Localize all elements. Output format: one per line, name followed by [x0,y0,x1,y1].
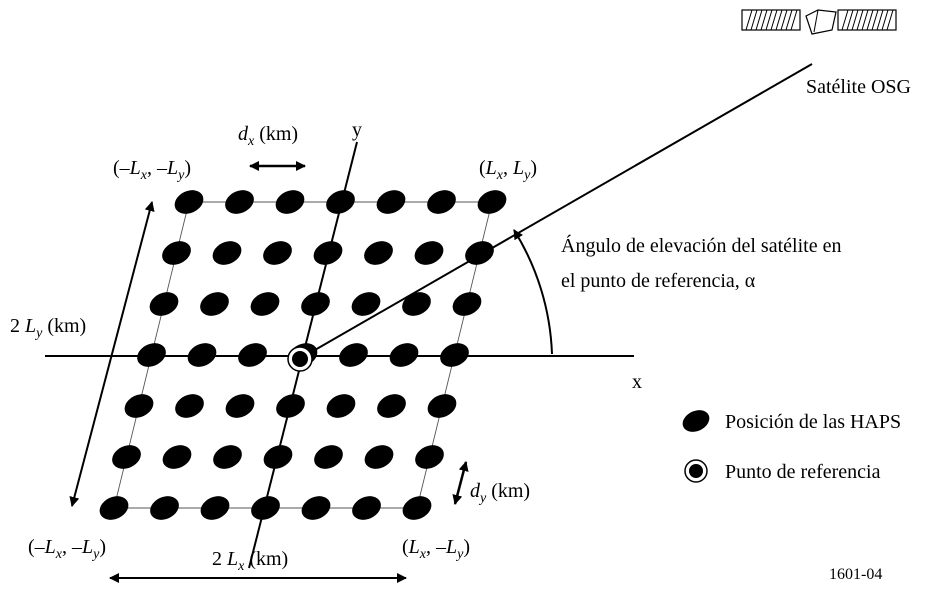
haps-position [314,445,343,469]
haps-position [175,394,204,418]
corner-bottom-left-label: (–Lx, –Ly) [28,536,106,562]
haps-position [364,445,394,469]
haps-position [415,445,444,469]
haps-position [364,241,393,265]
satellite-icon [741,9,897,35]
haps-position [213,445,242,469]
haps-position [313,241,343,265]
span-y-label: 2 Ly (km) [10,315,86,341]
haps-position [149,292,179,316]
haps-position [150,496,179,520]
span-x-label: 2 Lx (km) [212,548,288,574]
corner-top-left-label: (–Lx, –Ly) [113,157,191,183]
haps-position [162,445,192,469]
haps-position [99,496,129,520]
haps-position [301,292,330,316]
haps-position [301,496,331,520]
haps-position [174,190,204,214]
haps-position [377,394,406,418]
haps-position [427,394,457,418]
elevation-label-line1: Ángulo de elevación del satélite en [561,234,841,257]
legend-haps-label: Posición de las HAPS [725,411,901,433]
haps-position [250,292,280,316]
haps-position [427,190,456,214]
haps-position [112,445,141,469]
haps-position [187,343,217,367]
haps-position [275,190,305,214]
haps-position [124,394,154,418]
haps-position [452,292,482,316]
haps-position [389,343,419,367]
haps-position [263,241,292,265]
legend-reference-dot [689,464,703,478]
haps-position [251,496,280,520]
satellite-label: Satélite OSG [806,76,911,98]
corner-top-right-label: (Lx, Ly) [479,157,537,183]
haps-position [225,190,254,214]
haps-position [326,394,356,418]
haps-position [440,343,469,367]
figure-id: 1601-04 [829,566,882,583]
legend-haps-icon [682,410,710,432]
haps-position [402,496,432,520]
satellite-line [300,63,813,359]
dy-label: dy (km) [470,480,530,506]
haps-position [200,292,229,316]
y-axis-label: y [352,119,362,141]
haps-position [200,496,230,520]
haps-position [263,445,293,469]
haps-position [276,394,305,418]
haps-position [162,241,191,265]
legend: Posición de las HAPS Punto de referencia [682,410,901,483]
haps-position [137,343,166,367]
legend-reference-label: Punto de referencia [725,461,881,483]
elevation-label-line2: el punto de referencia, α [561,270,756,292]
haps-position [402,292,431,316]
haps-position [326,190,355,214]
reference-point [287,346,313,372]
haps-position [339,343,368,367]
corner-bottom-right-label: (Lx, –Ly) [402,536,470,562]
haps-position [238,343,267,367]
span-y-arrow [69,201,155,507]
haps-position [465,241,494,265]
haps-position [351,292,381,316]
haps-position [376,190,406,214]
haps-position [414,241,444,265]
haps-position [352,496,381,520]
haps-position [225,394,255,418]
dx-label: dx (km) [238,123,298,149]
haps-position [212,241,242,265]
elevation-angle-arc [513,229,553,355]
x-axis-label: x [632,371,642,393]
haps-position [477,190,507,214]
haps-grid [99,190,507,520]
dy-arrow [452,461,469,505]
